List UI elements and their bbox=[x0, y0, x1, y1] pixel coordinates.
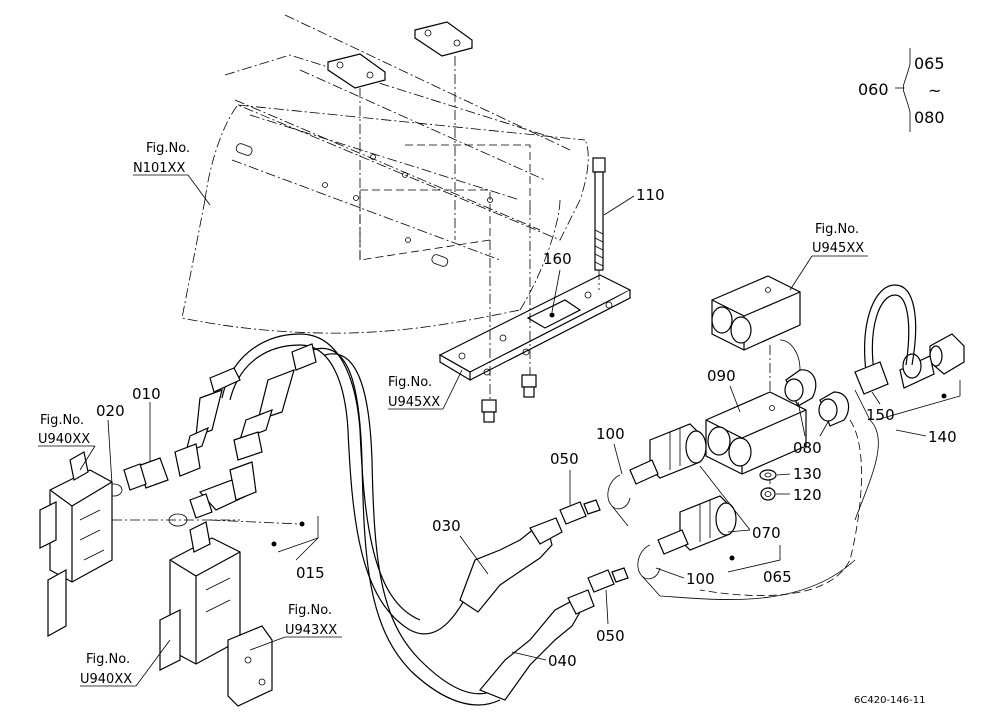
callout-030[interactable]: 030 bbox=[432, 517, 489, 575]
callout-160[interactable]: 160 bbox=[543, 250, 572, 313]
callout-050b[interactable]: 050 bbox=[596, 589, 625, 645]
callout-050a[interactable]: 050 bbox=[550, 450, 579, 505]
callout-010[interactable]: 010 bbox=[132, 385, 161, 462]
svg-text:100: 100 bbox=[596, 425, 625, 443]
callout-020[interactable]: 020 bbox=[96, 402, 125, 485]
callout-065[interactable]: 065 bbox=[727, 545, 792, 586]
svg-text:130: 130 bbox=[793, 465, 822, 483]
elbow-fittings bbox=[105, 457, 319, 553]
coupler-150 bbox=[854, 284, 917, 521]
svg-text:060: 060 bbox=[858, 80, 889, 99]
adapters bbox=[559, 499, 629, 593]
fig-ref-u940-top[interactable]: Fig.No. U940XX bbox=[38, 413, 96, 471]
svg-text:Fig.No.: Fig.No. bbox=[288, 603, 332, 618]
fig-ref-u945-top[interactable]: Fig.No. U945XX bbox=[789, 222, 868, 291]
svg-text:160: 160 bbox=[543, 250, 572, 268]
callout-110[interactable]: 110 bbox=[603, 186, 665, 216]
svg-text:030: 030 bbox=[432, 517, 461, 535]
svg-text:Fig.No.: Fig.No. bbox=[86, 652, 130, 667]
svg-text:015: 015 bbox=[296, 564, 325, 582]
svg-text:Fig.No.: Fig.No. bbox=[815, 222, 859, 237]
svg-text:Fig.No.: Fig.No. bbox=[146, 141, 190, 156]
svg-text:150: 150 bbox=[866, 406, 895, 424]
svg-text:065: 065 bbox=[763, 568, 792, 586]
svg-text:070: 070 bbox=[752, 524, 781, 542]
callout-080[interactable]: 080 bbox=[793, 401, 829, 457]
callout-100b[interactable]: 100 bbox=[655, 567, 715, 588]
svg-text:U943XX: U943XX bbox=[285, 623, 337, 638]
hose-040 bbox=[311, 347, 595, 706]
clamp-block-upper bbox=[711, 275, 801, 400]
svg-text:Fig.No.: Fig.No. bbox=[388, 375, 432, 390]
plate-fittings bbox=[481, 205, 537, 423]
callout-120[interactable]: 120 bbox=[776, 486, 822, 504]
callout-130[interactable]: 130 bbox=[776, 465, 822, 483]
diagram-code: 6C420-146-11 bbox=[854, 695, 925, 706]
mounting-plate bbox=[438, 274, 632, 382]
control-valve-upper bbox=[39, 451, 113, 638]
svg-text:080: 080 bbox=[914, 108, 945, 127]
svg-text:080: 080 bbox=[793, 439, 822, 457]
fig-ref-u943[interactable]: Fig.No. U943XX bbox=[249, 603, 342, 651]
fig-ref-n101[interactable]: Fig.No. N101XX bbox=[133, 141, 211, 206]
bolt bbox=[592, 157, 606, 290]
svg-text:N101XX: N101XX bbox=[133, 161, 185, 176]
svg-text:U940XX: U940XX bbox=[80, 672, 132, 687]
hose-end-fittings bbox=[174, 343, 317, 477]
callout-015[interactable]: 015 bbox=[295, 537, 325, 582]
callout-150[interactable]: 150 bbox=[866, 391, 895, 424]
svg-text:050: 050 bbox=[550, 450, 579, 468]
range-bracket bbox=[895, 48, 911, 132]
top-mounting-brackets bbox=[327, 21, 531, 261]
svg-text:Fig.No.: Fig.No. bbox=[40, 413, 84, 428]
washers bbox=[759, 469, 777, 501]
svg-text:U940XX: U940XX bbox=[38, 432, 90, 447]
svg-text:065: 065 bbox=[914, 54, 945, 73]
svg-text:U945XX: U945XX bbox=[812, 241, 864, 256]
svg-text:110: 110 bbox=[636, 186, 665, 204]
svg-text:140: 140 bbox=[928, 428, 957, 446]
svg-text:U945XX: U945XX bbox=[388, 395, 440, 410]
snap-rings bbox=[607, 474, 856, 600]
cap-tether bbox=[699, 419, 862, 596]
svg-text:010: 010 bbox=[132, 385, 161, 403]
control-valve-lower bbox=[112, 519, 273, 707]
range-legend: 060 065 ~ 080 bbox=[858, 54, 945, 127]
svg-text:020: 020 bbox=[96, 402, 125, 420]
dust-caps bbox=[779, 339, 850, 427]
coupler-140 bbox=[875, 333, 965, 421]
svg-text:100: 100 bbox=[686, 570, 715, 588]
svg-text:~: ~ bbox=[928, 81, 941, 100]
callout-040[interactable]: 040 bbox=[511, 651, 577, 670]
callout-090[interactable]: 090 bbox=[707, 367, 741, 413]
svg-text:120: 120 bbox=[793, 486, 822, 504]
tractor-body-outline bbox=[181, 14, 589, 334]
fig-ref-u940-bot[interactable]: Fig.No. U940XX bbox=[80, 639, 171, 687]
svg-text:090: 090 bbox=[707, 367, 736, 385]
svg-text:050: 050 bbox=[596, 627, 625, 645]
svg-text:040: 040 bbox=[548, 652, 577, 670]
quick-couplers bbox=[629, 423, 737, 561]
hose-030 bbox=[221, 333, 563, 635]
clamp-block-lower bbox=[705, 391, 807, 498]
callout-100a[interactable]: 100 bbox=[596, 425, 625, 475]
callout-140[interactable]: 140 bbox=[895, 428, 957, 446]
fig-ref-u945-mid[interactable]: Fig.No. U945XX bbox=[388, 369, 463, 410]
callout-070[interactable]: 070 bbox=[699, 465, 781, 542]
